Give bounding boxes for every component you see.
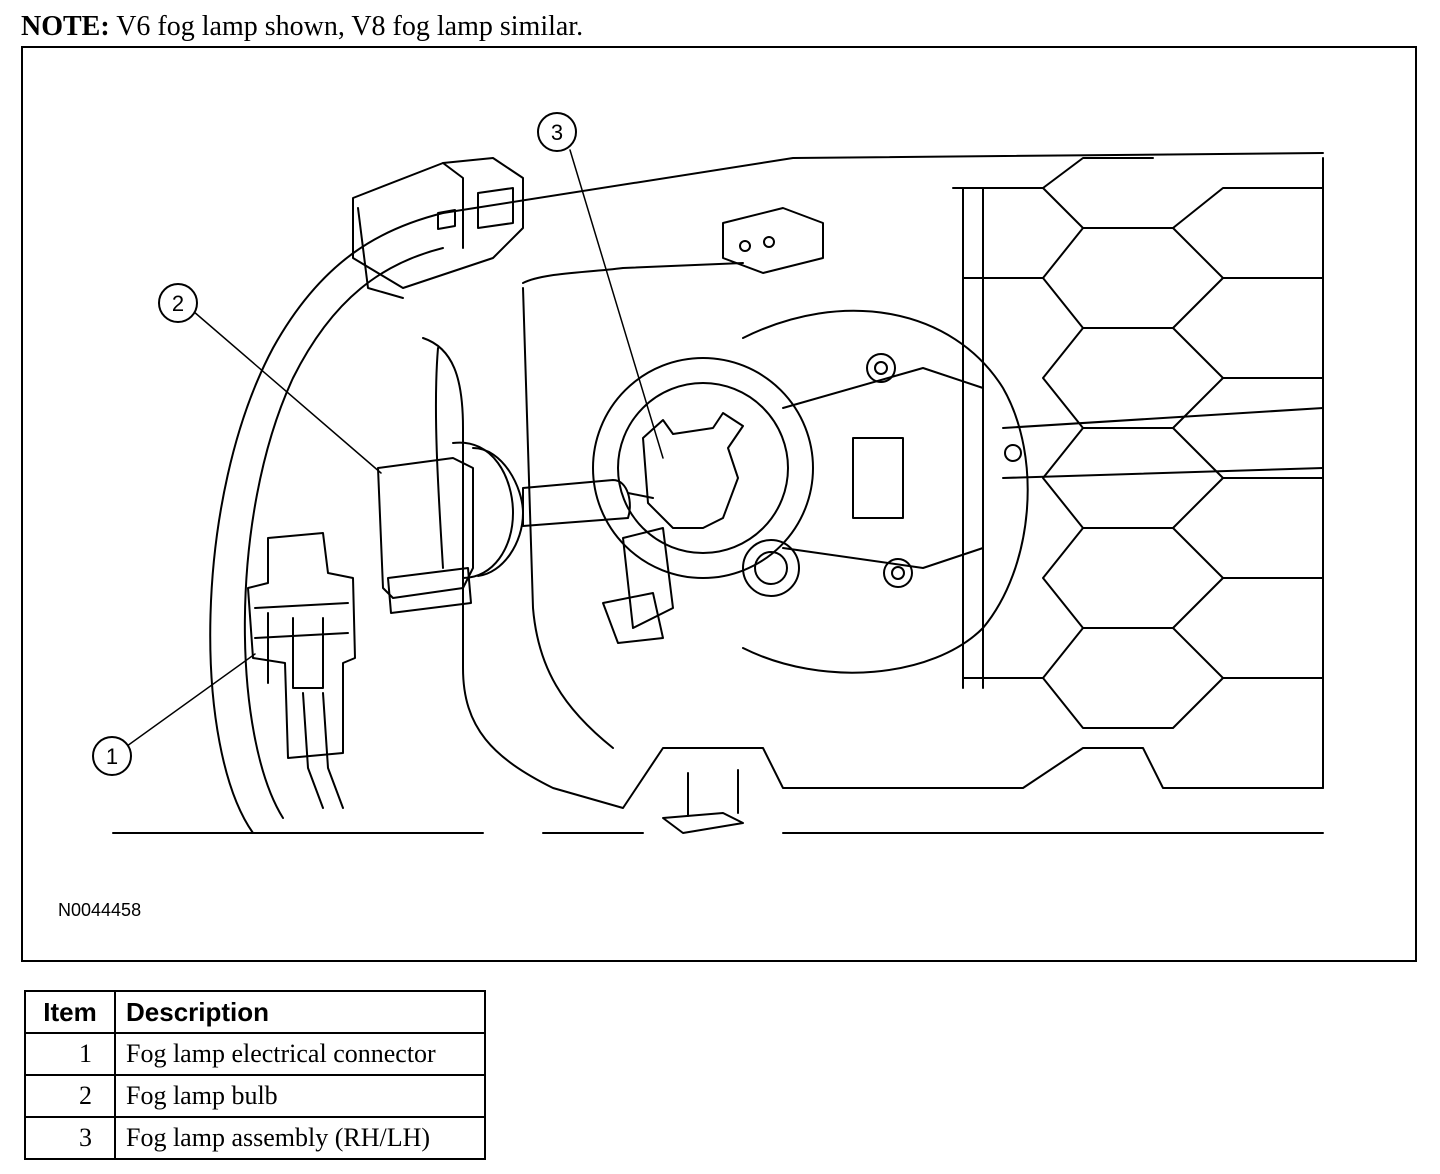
upper-connector [352,157,524,299]
bumper-fascia [112,152,1324,834]
note-text: V6 fog lamp shown, V8 fog lamp similar. [116,11,584,42]
legend-item-number: 3 [24,1116,116,1160]
fog-lamp-illustration: 1 2 3 [92,112,1324,834]
callout-2-label: 2 [172,291,184,316]
legend-header-description: Description [114,990,486,1034]
legend-item-description: Fog lamp assembly (RH/LH) [114,1116,486,1160]
diagram-frame: 1 2 3 N0044458 [21,46,1417,962]
lower-tab [662,769,744,834]
callout-1-label: 1 [106,744,118,769]
grille-honeycomb [952,157,1324,789]
callout-1: 1 [92,736,132,776]
legend-item-description: Fog lamp bulb [114,1074,486,1118]
legend-item-number: 2 [24,1074,116,1118]
legend-item-description: Fog lamp electrical connector [114,1032,486,1076]
legend-table: Item Description 1 Fog lamp electrical c… [24,990,486,1160]
legend-item-number: 1 [24,1032,116,1076]
table-row: 2 Fog lamp bulb [24,1074,486,1118]
legend-header-item: Item [24,990,116,1034]
upper-bracket [722,207,824,274]
fog-lamp-housing [592,309,1324,674]
table-row: 3 Fog lamp assembly (RH/LH) [24,1116,486,1160]
table-row: 1 Fog lamp electrical connector [24,1032,486,1076]
callout-3-label: 3 [551,120,563,145]
callout-leaders [126,149,664,747]
note-line: NOTE: V6 fog lamp shown, V8 fog lamp sim… [21,10,583,44]
callout-3: 3 [537,112,577,152]
note-label: NOTE: [21,11,110,42]
fog-lamp-connector [247,532,356,809]
legend-header-row: Item Description [24,990,486,1034]
callout-2: 2 [158,283,198,323]
figure-id: N0044458 [58,900,142,920]
fog-lamp-bulb [377,441,654,614]
